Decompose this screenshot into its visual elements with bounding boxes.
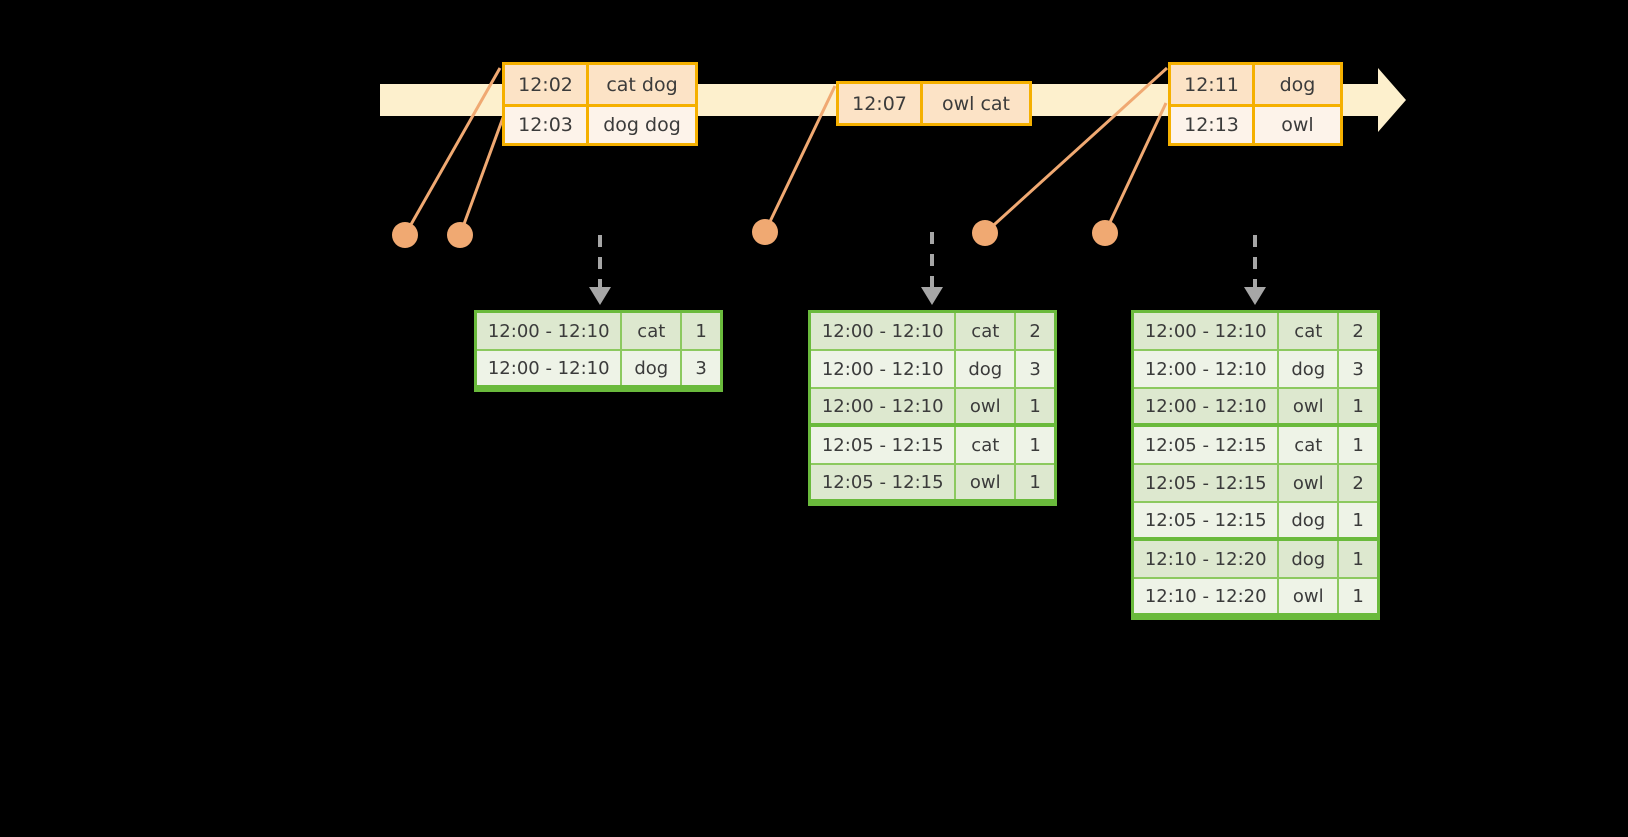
window-cell: 12:05 - 12:15 bbox=[811, 427, 957, 463]
count-cell: 1 bbox=[695, 320, 707, 342]
count-cell: 1 bbox=[1352, 548, 1364, 570]
window-cell: 12:00 - 12:10 bbox=[811, 351, 957, 387]
window-cell: 12:00 - 12:10 bbox=[1134, 313, 1280, 349]
count-cell: 2 bbox=[1029, 320, 1041, 342]
timeline-arrowhead-icon bbox=[1378, 68, 1406, 132]
count-cell: 1 bbox=[1352, 395, 1364, 417]
count-cell: 3 bbox=[695, 357, 707, 379]
word-cell: owl bbox=[1279, 389, 1340, 423]
event-box-1: 12:02 cat dog 12:03 dog dog bbox=[502, 62, 698, 146]
word-cell: owl bbox=[1279, 579, 1340, 613]
count-cell: 2 bbox=[1352, 472, 1364, 494]
window-cell: 12:00 - 12:10 bbox=[1134, 389, 1280, 423]
event-row: 12:13 owl bbox=[1171, 104, 1340, 143]
event-row: 12:03 dog dog bbox=[505, 104, 695, 143]
window-cell: 12:05 - 12:15 bbox=[1134, 465, 1280, 501]
count-cell: 1 bbox=[1029, 471, 1041, 493]
window-cell: 12:00 - 12:10 bbox=[477, 313, 623, 349]
window-cell: 12:10 - 12:20 bbox=[1134, 541, 1280, 577]
count-cell: 3 bbox=[1352, 358, 1364, 380]
event-words: owl bbox=[1281, 114, 1314, 136]
word-cell: cat bbox=[1279, 313, 1340, 349]
count-cell: 3 bbox=[1029, 358, 1041, 380]
connector-dot-4 bbox=[972, 220, 998, 246]
count-cell: 2 bbox=[1352, 320, 1364, 342]
count-cell: 1 bbox=[1352, 434, 1364, 456]
window-cell: 12:05 - 12:15 bbox=[1134, 427, 1280, 463]
word-cell: cat bbox=[956, 313, 1017, 349]
window-cell: 12:05 - 12:15 bbox=[811, 465, 957, 499]
count-cell: 1 bbox=[1029, 395, 1041, 417]
window-cell: 12:10 - 12:20 bbox=[1134, 579, 1280, 613]
event-row: 12:07 owl cat bbox=[839, 84, 1029, 123]
event-words: dog bbox=[1279, 73, 1316, 96]
event-timestamp: 12:07 bbox=[839, 84, 923, 123]
event-words: dog dog bbox=[603, 114, 681, 136]
event-words: owl cat bbox=[941, 92, 1011, 115]
count-cell: 1 bbox=[1352, 509, 1364, 531]
word-cell: dog bbox=[1279, 351, 1340, 387]
word-cell: dog bbox=[1279, 503, 1340, 537]
connector-dot-2 bbox=[447, 222, 473, 248]
word-cell: owl bbox=[956, 465, 1017, 499]
word-cell: cat bbox=[1279, 427, 1340, 463]
count-cell: 1 bbox=[1029, 434, 1041, 456]
word-cell: owl bbox=[956, 389, 1017, 423]
connector-dot-3 bbox=[752, 219, 778, 245]
event-timestamp: 12:03 bbox=[505, 107, 589, 143]
event-timestamp: 12:13 bbox=[1171, 107, 1255, 143]
connector-dot-1 bbox=[392, 222, 418, 248]
event-box-3: 12:11 dog 12:13 owl bbox=[1168, 62, 1343, 146]
connector-dot-5-line bbox=[1103, 102, 1168, 234]
down-arrow-2-head-icon bbox=[921, 287, 943, 305]
event-box-2: 12:07 owl cat bbox=[836, 81, 1032, 126]
word-cell: cat bbox=[956, 427, 1017, 463]
word-cell: dog bbox=[956, 351, 1017, 387]
word-cell: cat bbox=[622, 313, 683, 349]
window-cell: 12:00 - 12:10 bbox=[811, 313, 957, 349]
event-timestamp: 12:02 bbox=[505, 65, 589, 104]
window-cell: 12:00 - 12:10 bbox=[1134, 351, 1280, 387]
connector-dot-5 bbox=[1092, 220, 1118, 246]
connector-dot-2-line bbox=[458, 103, 510, 236]
word-cell: dog bbox=[1279, 541, 1340, 577]
event-row: 12:02 cat dog bbox=[505, 65, 695, 104]
window-cell: 12:00 - 12:10 bbox=[811, 389, 957, 423]
window-cell: 12:00 - 12:10 bbox=[477, 351, 623, 385]
event-timestamp: 12:11 bbox=[1171, 65, 1255, 104]
event-words: cat dog bbox=[606, 73, 678, 96]
count-cell: 1 bbox=[1352, 585, 1364, 607]
word-cell: owl bbox=[1279, 465, 1340, 501]
down-arrow-1-head-icon bbox=[589, 287, 611, 305]
window-cell: 12:05 - 12:15 bbox=[1134, 503, 1280, 537]
event-row: 12:11 dog bbox=[1171, 65, 1340, 104]
down-arrow-3-head-icon bbox=[1244, 287, 1266, 305]
word-cell: dog bbox=[622, 351, 683, 385]
